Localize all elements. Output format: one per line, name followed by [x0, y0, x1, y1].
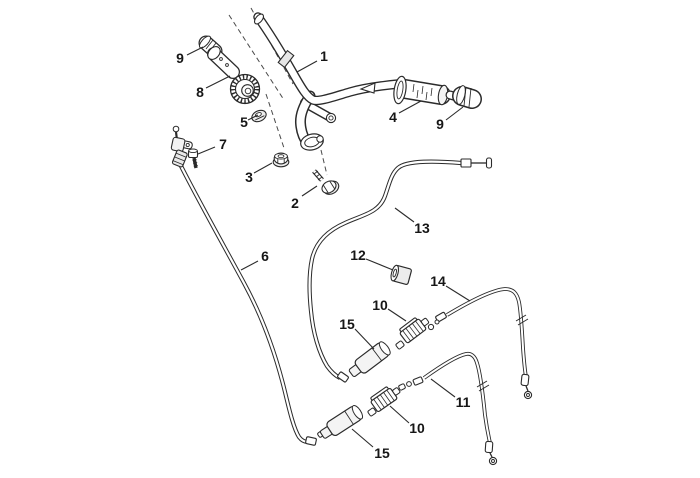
cable-ferrule: [337, 371, 349, 383]
inner-wire: [489, 452, 493, 458]
part-2-flange-bolt: [312, 169, 340, 195]
part-3-nut: [272, 152, 290, 168]
part-10-cable-joiner-lower: [367, 386, 401, 417]
part-10-cable-joiner-upper: [395, 317, 430, 350]
part-label-throttle-tube: 8: [196, 84, 204, 100]
part-4-right-grip: [393, 75, 451, 106]
wire-loop: [434, 319, 440, 325]
cable-elbow-adjuster: [170, 125, 193, 168]
part-6-throttle-cable: [179, 165, 325, 446]
leader-line-cable-lower-branch: [430, 378, 456, 398]
part-label-boot-upper: 15: [339, 316, 355, 332]
part-label-cable-joiner-lower: 10: [409, 420, 425, 436]
screw-threads: [192, 159, 198, 167]
part-13-cable-intermediate: [307, 157, 493, 383]
part-1-handlebar: [253, 12, 403, 106]
cable-end-cap: [485, 157, 493, 169]
cable-ferrule: [305, 436, 317, 446]
cable-end-eye: [523, 390, 533, 400]
leader-line-speed-nut: [247, 114, 259, 121]
leader-line-cable-joiner-lower: [389, 405, 410, 424]
leader-line-nut: [253, 162, 273, 174]
leader-line-spacer-bush: [365, 258, 394, 271]
bar-open-end: [253, 13, 265, 25]
wire-loop: [406, 381, 412, 387]
cable-ferrule: [460, 158, 472, 168]
leader-line-boot-lower: [351, 428, 374, 448]
part-15-boot-upper: [348, 341, 391, 377]
part-label-right-grip: 4: [389, 109, 397, 125]
cable-end-barrel: [520, 373, 530, 387]
flange-knurl: [230, 74, 260, 104]
part-label-cable-upper-branch: 14: [430, 273, 446, 289]
leader-line-throttle-cable: [240, 260, 259, 271]
cable-ferrule: [412, 376, 424, 386]
part-8-throttle-tube: [207, 46, 261, 105]
flange-hub: [241, 84, 254, 97]
cut-marks: [515, 314, 529, 326]
handlebar-stem: [294, 90, 324, 151]
part-label-bar-end-left: 9: [176, 50, 184, 66]
leader-line-cable-upper-branch: [445, 285, 471, 302]
cable-ferrule: [435, 311, 447, 323]
cable-end-eye: [488, 456, 498, 466]
part-14-cable-upper-branch: [427, 287, 533, 400]
part-label-nut: 3: [245, 169, 253, 185]
part-label-handlebar: 1: [320, 48, 328, 64]
part-label-flange-bolt: 2: [291, 195, 299, 211]
bar-band: [277, 49, 295, 69]
part-9-bar-end-right: [445, 85, 482, 109]
clamp-bolt-head: [316, 135, 324, 143]
part-label-screw: 7: [219, 136, 227, 152]
cable-end-barrel: [398, 383, 406, 391]
part-12-spacer-bush: [390, 264, 412, 285]
cable-end-eye-hole: [526, 393, 530, 397]
leader-line-screw: [197, 146, 216, 155]
part-5-speed-nut: [251, 109, 267, 123]
part-label-cable-joiner-upper: 10: [372, 297, 388, 313]
alignment-arrow: [359, 82, 376, 94]
part-7-screw: [187, 148, 199, 169]
inner-wire: [525, 385, 529, 392]
cable-end-eye-hole: [491, 459, 495, 463]
leader-line-right-grip: [398, 100, 422, 114]
leader-line-boot-upper: [354, 328, 375, 350]
leader-line-cable-joiner-upper: [387, 308, 407, 322]
part-label-throttle-cable: 6: [261, 248, 269, 264]
bolt-threads: [313, 170, 323, 181]
part-label-bar-end-right: 9: [436, 116, 444, 132]
weight-ribs: [463, 86, 472, 108]
leader-line-flange-bolt: [301, 185, 318, 197]
cut-marks: [476, 380, 490, 392]
part-label-spacer-bush: 12: [350, 247, 366, 263]
part-label-speed-nut: 5: [240, 114, 248, 130]
leader-line-bar-end-right: [445, 106, 464, 121]
cable-end-barrel: [484, 440, 494, 454]
part-label-cable-lower-branch: 11: [456, 394, 471, 410]
leader-line-handlebar: [296, 60, 318, 73]
part-label-boot-lower: 15: [374, 445, 390, 461]
grip-texture: [412, 83, 433, 101]
leader-line-throttle-tube: [205, 75, 231, 89]
part-label-cable-intermediate: 13: [414, 220, 430, 236]
part-15-boot-lower: [319, 404, 364, 439]
leader-line-cable-intermediate: [394, 207, 415, 223]
leader-line-bar-end-left: [186, 46, 204, 56]
part-11-cable-lower-branch: [398, 351, 498, 466]
wire-loop: [427, 323, 435, 331]
